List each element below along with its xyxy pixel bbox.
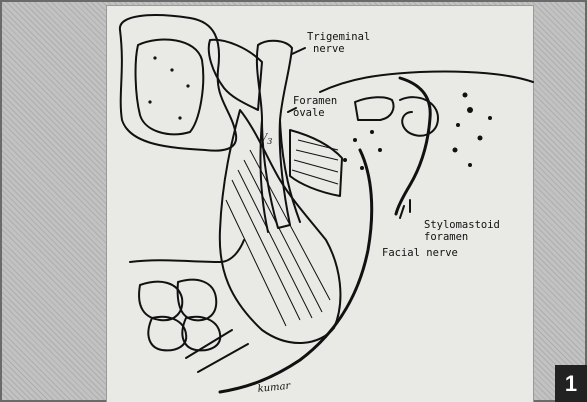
tooth-4	[182, 317, 220, 351]
stylomastoid-canal	[396, 78, 430, 214]
artist-signature: kumar	[257, 380, 292, 394]
tooth-3	[148, 317, 186, 351]
cochlea	[400, 97, 438, 136]
label-v3-subscript: 3	[267, 137, 272, 146]
mandible-lower-edge	[130, 240, 244, 262]
facial-nerve-branch	[220, 150, 372, 392]
orbit-bone	[120, 15, 236, 151]
label-trigeminal-1: Trigeminal	[307, 31, 370, 43]
label-stylomastoid-2: foramen	[424, 231, 468, 243]
label-foramen-ovale-2: ovale	[293, 107, 325, 119]
upper-muscle	[209, 40, 262, 110]
tooth-1	[139, 282, 182, 321]
label-trigeminal-2: nerve	[313, 43, 345, 55]
orbit-cavity	[136, 40, 204, 135]
tooth-2	[178, 280, 217, 321]
styloid-rod-1	[186, 330, 232, 358]
label-foramen-ovale-1: Foramen	[293, 95, 337, 107]
lateral-pterygoid	[290, 130, 342, 196]
trigeminal-arrow	[292, 48, 305, 54]
label-facial-nerve: Facial nerve	[382, 247, 458, 259]
figure-number-badge: 1	[555, 365, 587, 402]
stylomastoid-arrow	[400, 206, 404, 218]
temporal-bone-outline	[320, 71, 533, 92]
styloid-rod-2	[198, 344, 248, 372]
ear-canal	[355, 97, 394, 120]
label-stylomastoid-1: Stylomastoid	[424, 219, 500, 231]
